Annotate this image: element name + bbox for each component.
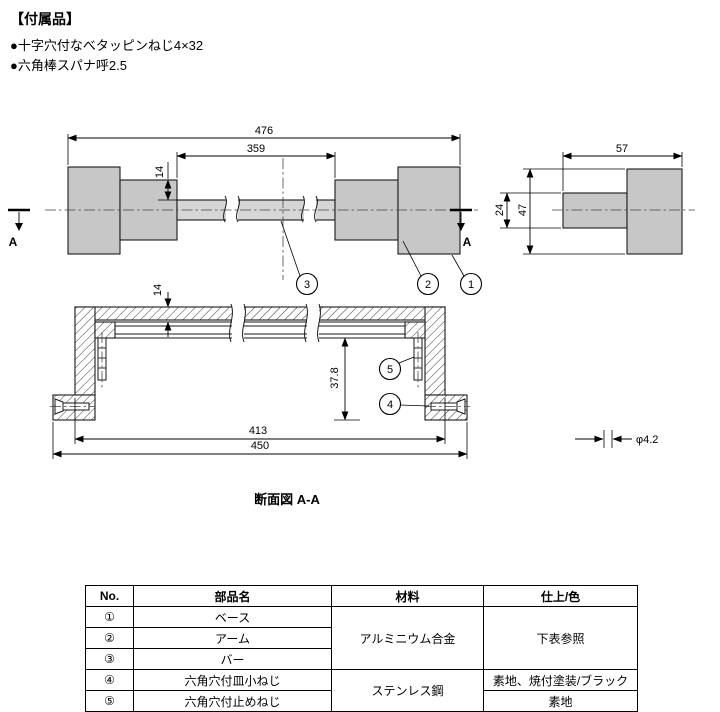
section-marker-left: A — [8, 208, 30, 249]
dimension-47: 47 — [517, 168, 625, 255]
section-break-marks — [229, 303, 321, 343]
svg-text:4: 4 — [387, 399, 393, 411]
part-balloon-2: 2 — [402, 240, 440, 296]
svg-text:37.8: 37.8 — [329, 367, 341, 388]
dimension-24: 24 — [494, 192, 561, 229]
front-view: 476 359 57 14 24 — [8, 125, 695, 296]
part-name: ベース — [133, 606, 332, 628]
countersunk-screw-right — [425, 398, 470, 415]
section-caption: 断面図 A-A — [254, 492, 320, 507]
svg-text:A: A — [463, 235, 472, 249]
part-name: バー — [133, 648, 332, 670]
part-no: ③ — [85, 648, 134, 670]
svg-text:5: 5 — [387, 364, 393, 376]
svg-text:1: 1 — [468, 279, 474, 291]
table-row: ③ バー — [85, 648, 638, 670]
dimension-14-section: 14 — [152, 284, 172, 337]
section-left-wall — [74, 306, 96, 396]
svg-text:24: 24 — [494, 204, 506, 216]
part-balloon-3: 3 — [280, 220, 319, 296]
svg-text:476: 476 — [255, 125, 273, 137]
bar-break-marks — [223, 195, 318, 223]
side-view — [562, 168, 683, 255]
column-header-no: No. — [85, 585, 134, 607]
dimension-57: 57 — [562, 143, 683, 191]
section-top-wall — [74, 306, 446, 321]
column-header-part-name: 部品名 — [133, 585, 332, 607]
part-no: ⑤ — [85, 690, 134, 712]
svg-text:359: 359 — [247, 143, 265, 155]
dimension-phi-4-2: φ4.2 — [575, 430, 658, 448]
table-row: ④ 六角穴付皿小ねじ ステンレス鋼 素地、焼付塗装/ブラック — [85, 669, 638, 712]
dimension-359: 359 — [176, 143, 336, 178]
accessory-item: ●六角棒スパナ呼2.5 — [10, 58, 127, 73]
dimension-37-8: 37.8 — [329, 337, 360, 421]
section-right-wall — [424, 306, 446, 396]
base-right-shape — [397, 166, 461, 255]
finish-plain-cell: 素地 — [483, 690, 638, 712]
accessories-section: 【付属品】 ●十字穴付なべタッピンねじ4×32 ●六角棒スパナ呼2.5 — [0, 0, 720, 112]
svg-text:57: 57 — [616, 143, 628, 155]
parts-table: No. 部品名 材料 仕上/色 ① ベース アルミニウム合金 下表参照 ② アー… — [85, 585, 638, 712]
dimension-450: 450 — [52, 422, 468, 459]
svg-text:450: 450 — [251, 440, 269, 452]
part-name: アーム — [133, 627, 332, 649]
dimension-476: 476 — [67, 125, 461, 165]
table-row: ① ベース アルミニウム合金 下表参照 — [85, 606, 638, 670]
part-balloon-1: 1 — [451, 254, 483, 296]
svg-text:47: 47 — [517, 204, 529, 216]
section-bar — [94, 321, 426, 339]
set-screw-right — [413, 332, 423, 388]
accessories-title: 【付属品】 — [10, 11, 80, 27]
material-aluminum-cell: アルミニウム合金 — [331, 606, 484, 670]
set-screw-left — [97, 332, 107, 388]
section-view: 14 37.8 413 450 φ4.2 — [50, 284, 658, 507]
column-header-material: 材料 — [331, 585, 484, 607]
dimension-413: 413 — [74, 398, 446, 444]
part-balloon-4: 4 — [378, 392, 430, 416]
svg-text:A: A — [9, 235, 18, 249]
section-marker-right: A — [450, 208, 472, 249]
finish-plain-baked-cell: 素地、焼付塗装/ブラック — [483, 669, 638, 691]
svg-text:2: 2 — [425, 279, 431, 291]
part-name: 六角穴付皿小ねじ — [133, 669, 332, 691]
part-no: ② — [85, 627, 134, 649]
side-base-shape — [626, 168, 683, 255]
svg-text:14: 14 — [154, 166, 166, 178]
accessory-item: ●十字穴付なべタッピンねじ4×32 — [10, 38, 204, 53]
parts-table-header-row: No. 部品名 材料 仕上/色 — [85, 585, 638, 607]
countersunk-screw-left — [50, 398, 95, 415]
part-name: 六角穴付止めねじ — [133, 690, 332, 712]
column-header-finish: 仕上/色 — [483, 585, 638, 607]
part-no: ① — [85, 606, 134, 628]
base-left-shape — [67, 166, 121, 255]
part-no: ④ — [85, 669, 134, 691]
svg-text:3: 3 — [304, 279, 310, 291]
svg-text:413: 413 — [249, 425, 267, 437]
finish-see-table-cell: 下表参照 — [483, 606, 638, 670]
svg-text:φ4.2: φ4.2 — [636, 434, 658, 446]
svg-text:14: 14 — [152, 284, 164, 296]
dimension-14-front: 14 — [154, 162, 177, 201]
side-bar-shape — [562, 192, 628, 229]
part-balloon-5: 5 — [378, 356, 415, 381]
material-stainless-cell: ステンレス鋼 — [331, 669, 484, 712]
technical-drawing: 476 359 57 14 24 — [8, 125, 695, 507]
